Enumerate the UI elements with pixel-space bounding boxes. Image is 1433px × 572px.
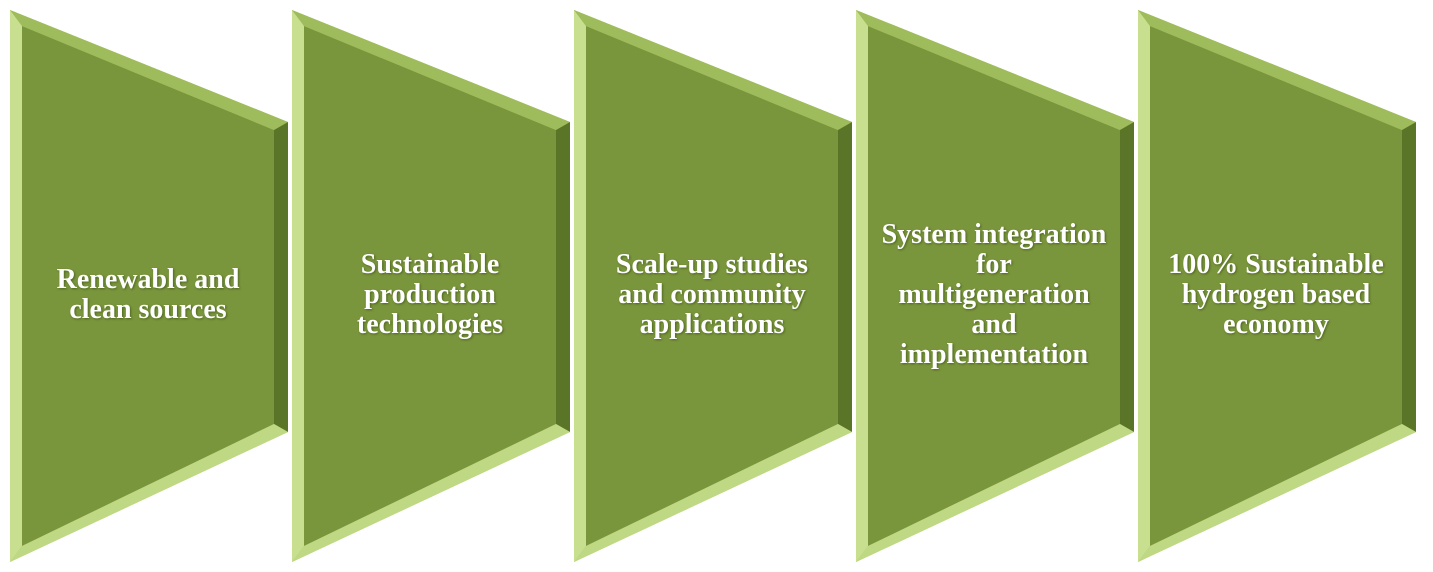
stage-5: 100% Sustainable hydrogen based economy xyxy=(1136,0,1433,572)
stage-2-label: Sustainable production technologies xyxy=(356,249,504,340)
stage-1-shape xyxy=(10,10,288,562)
stage-4-label: System integration for multigeneration a… xyxy=(881,219,1107,370)
stage-4: System integration for multigeneration a… xyxy=(854,0,1154,572)
stage-2: Sustainable production technologies xyxy=(290,0,590,572)
stage-2-shape xyxy=(292,10,570,562)
stage-5-label: 100% Sustainable hydrogen based economy xyxy=(1168,249,1384,340)
stage-3: Scale-up studies and community applicati… xyxy=(572,0,872,572)
stage-5-shape xyxy=(1138,10,1416,562)
stage-4-shape xyxy=(856,10,1134,562)
stage-1: Renewable and clean sources xyxy=(8,0,308,572)
stage-3-shape xyxy=(574,10,852,562)
stage-1-label: Renewable and clean sources xyxy=(56,264,240,325)
stage-3-label: Scale-up studies and community applicati… xyxy=(615,249,809,340)
